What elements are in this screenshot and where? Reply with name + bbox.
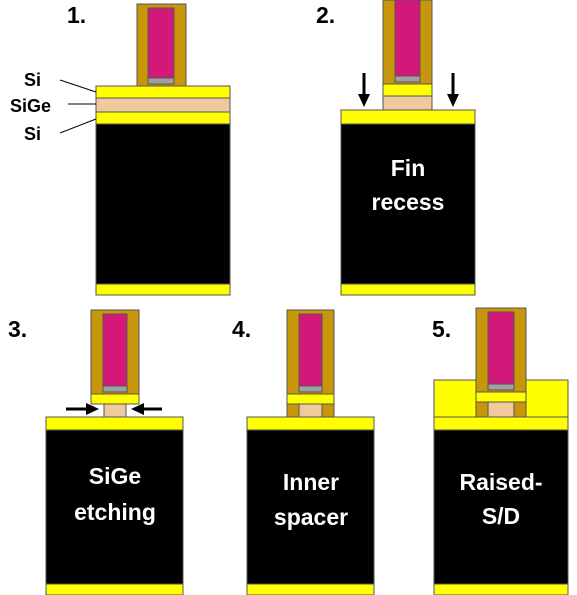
step-4-number: 4.	[232, 316, 251, 342]
label-si-bottom: Si	[24, 124, 41, 144]
sige-layer	[382, 95, 433, 111]
top-si-layer	[340, 109, 476, 125]
step-3-panel: 3. SiGe etching	[8, 309, 184, 595]
substrate-block	[95, 123, 231, 287]
gate-metal	[298, 313, 323, 387]
step-2-panel: 2. Fin recess	[316, 0, 476, 296]
si-top-layer	[286, 393, 335, 405]
step-2-caption-line-1: Fin	[391, 155, 426, 181]
gate-metal	[487, 311, 515, 385]
step-5-number: 5.	[432, 316, 451, 342]
gate-oxide	[487, 383, 515, 391]
step-1-number: 1.	[67, 2, 86, 28]
substrate-block	[45, 416, 184, 588]
gate-oxide	[298, 385, 323, 393]
right-arrow-icon	[66, 403, 99, 415]
si-top-layer	[95, 85, 231, 99]
si-top-layer	[475, 391, 527, 403]
substrate-block	[246, 416, 375, 588]
si-top-layer	[90, 393, 140, 405]
step-5-caption-line-1: Raised-	[459, 469, 542, 495]
label-si-top: Si	[24, 70, 41, 90]
bottom-si-layer	[340, 283, 476, 296]
top-si-layer	[433, 416, 569, 431]
raised-drain	[525, 379, 569, 418]
step-2-number: 2.	[316, 2, 335, 28]
step-3-caption-line-2: etching	[74, 499, 156, 525]
down-arrow-icon	[358, 73, 370, 107]
sige-layer-etched	[103, 403, 127, 418]
step-5-panel: 5. Raised- S/D	[432, 307, 569, 595]
step-3-number: 3.	[8, 316, 27, 342]
top-si-layer	[45, 416, 184, 431]
step-4-panel: 4. Inner spacer	[232, 309, 375, 595]
step-4-caption-line-1: Inner	[283, 469, 339, 495]
bottom-si-layer	[95, 283, 231, 296]
bottom-si-layer	[246, 583, 375, 595]
gate-metal	[102, 313, 128, 387]
top-si-layer	[246, 416, 375, 431]
step-4-caption-line-2: spacer	[274, 504, 348, 530]
inner-spacer-right	[513, 401, 527, 418]
step-1-panel: 1. Si SiGe Si	[10, 2, 231, 296]
leader-si-bottom	[59, 118, 97, 134]
gate-oxide	[102, 385, 128, 393]
left-arrow-icon	[131, 403, 162, 415]
substrate-block	[433, 416, 569, 588]
label-sige: SiGe	[10, 96, 51, 116]
down-arrow-icon	[447, 73, 459, 107]
sige-layer	[95, 97, 231, 113]
bottom-si-layer	[45, 583, 184, 595]
si-bottom-layer	[95, 111, 231, 125]
inner-spacer-left	[475, 401, 489, 418]
step-5-caption-line-2: S/D	[482, 503, 520, 529]
si-top-layer	[382, 83, 433, 97]
gate-metal	[147, 7, 175, 79]
raised-source	[433, 379, 477, 418]
sige-layer	[487, 401, 515, 418]
step-2-caption-line-2: recess	[372, 189, 445, 215]
inner-spacer-right	[321, 403, 335, 418]
gate-oxide	[147, 77, 175, 85]
leader-si-top	[59, 79, 97, 93]
step-3-caption-line-1: SiGe	[89, 463, 141, 489]
substrate-block	[340, 109, 476, 287]
inner-spacer-left	[286, 403, 300, 418]
gate-oxide	[394, 75, 421, 83]
sige-layer	[298, 403, 323, 418]
bottom-si-layer	[433, 583, 569, 595]
gate-metal	[394, 0, 421, 77]
